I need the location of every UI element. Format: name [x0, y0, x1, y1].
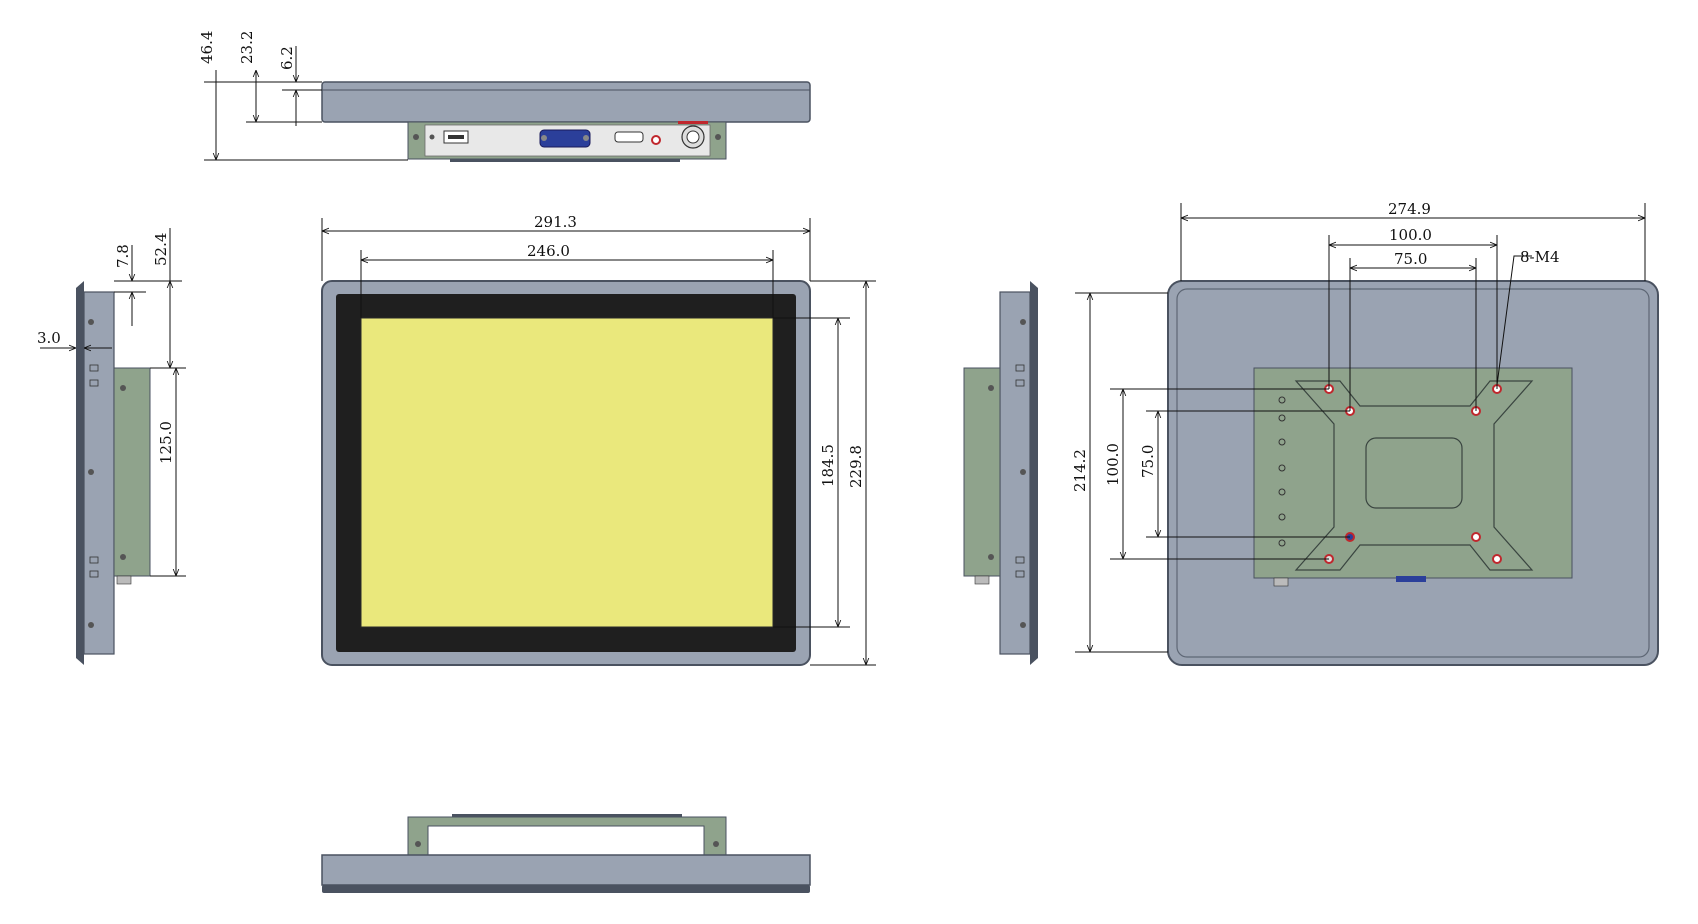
dim-front-height: 229.8: [847, 445, 865, 488]
dim-rear-vesa-inner-h: 75.0: [1139, 445, 1157, 478]
dim-rear-vesa-inner-w: 75.0: [1394, 250, 1427, 268]
top-view: 46.4 23.2 6.2: [198, 31, 811, 162]
top-view-frame: [321, 81, 811, 123]
dim-rear-height: 214.2: [1071, 449, 1089, 492]
screw-callout: 8-M4: [1520, 248, 1560, 266]
dim-side-offset: 52.4: [152, 233, 170, 266]
dim-rear-vesa-outer-w: 100.0: [1389, 226, 1432, 244]
bottom-view-frame: [321, 854, 811, 886]
dim-front-screen-width: 246.0: [527, 242, 570, 260]
dim-front-width: 291.3: [534, 213, 577, 231]
dim-rear-vesa-outer-h: 100.0: [1104, 443, 1122, 486]
vesa-center-recess: [1365, 437, 1463, 509]
left-side-bracket: [113, 367, 151, 577]
dim-top-depth: 46.4: [198, 31, 216, 64]
front-screen: [360, 317, 774, 628]
front-view: 291.3 246.0 184.5 229.8: [321, 213, 876, 666]
dim-top-bracket: 23.2: [238, 31, 256, 64]
power-led: [651, 135, 661, 145]
dim-side-thickness: 3.0: [37, 329, 61, 347]
right-side-view: [963, 281, 1038, 665]
right-side-bracket: [963, 367, 1001, 577]
dim-rear-width: 274.9: [1388, 200, 1431, 218]
bottom-view: [321, 814, 811, 893]
dim-front-screen-height: 184.5: [819, 444, 837, 487]
dim-side-bezel: 7.8: [114, 244, 132, 268]
rear-view: 274.9 100.0 75.0 8-M4 214.2 100.0 75.0: [1071, 200, 1659, 666]
left-side-view: 7.8 52.4 3.0 125.0: [37, 228, 186, 665]
dim-top-bezel: 6.2: [278, 46, 296, 70]
hdmi-port: [614, 131, 644, 143]
dim-side-bracket-height: 125.0: [157, 421, 175, 464]
vga-port: [539, 129, 591, 148]
